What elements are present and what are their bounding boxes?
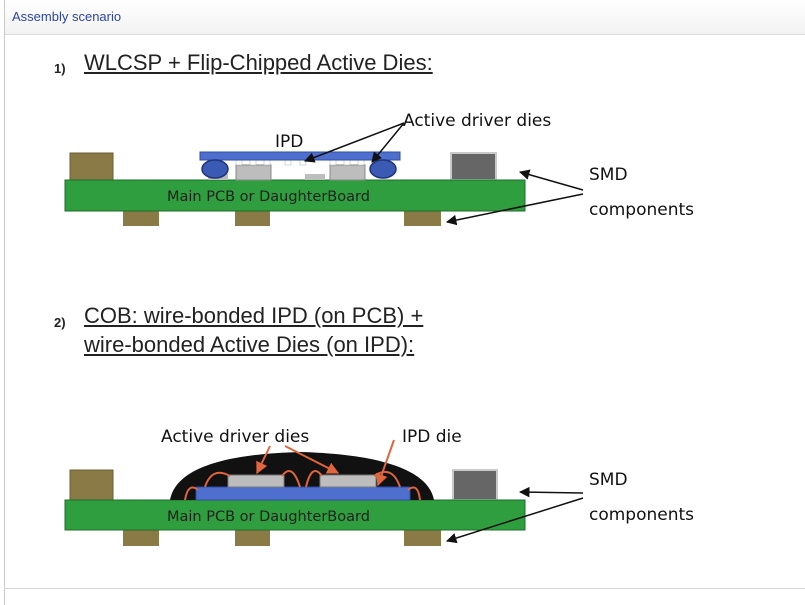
scenario-1-diagram: IPD Active driver dies Main PCB or Daugh… (64, 111, 694, 226)
pcb-label-2: Main PCB or DaughterBoard (167, 509, 370, 525)
ipd-die (195, 486, 411, 501)
wire-bond (184, 486, 199, 501)
smd-component-bottom-mid (235, 530, 270, 546)
scenario-2-title-line2: wire-bonded Active Dies (on IPD): (84, 332, 415, 357)
wire-bond (281, 470, 301, 488)
scenario-1-number: 1) (54, 61, 66, 76)
header-bar: Assembly scenario (5, 0, 805, 35)
active-die (235, 164, 272, 181)
wire-bond (407, 486, 421, 501)
micro-bump (235, 159, 243, 166)
active-die (329, 164, 366, 181)
scenario-2-number: 2) (54, 315, 66, 330)
pcb-board (64, 179, 526, 212)
micro-bump (343, 159, 351, 166)
pcb-label-1: Main PCB or DaughterBoard (167, 189, 370, 205)
micro-bump (249, 159, 257, 166)
smd-component-top-left (69, 469, 114, 501)
smd-label-2b: components (589, 505, 694, 525)
scenario-1-title: WLCSP + Flip-Chipped Active Dies: (84, 50, 433, 75)
pcb-board (64, 499, 526, 531)
scenario-2-diagram: Active driver dies IPD die Main PCB or D… (64, 427, 694, 546)
scenario-2-title-line1: COB: wire-bonded IPD (on PCB) + (84, 303, 424, 328)
smd-component-bottom-left (123, 211, 159, 226)
active-driver-dies-label-2: Active driver dies (161, 427, 309, 447)
micro-bump (284, 159, 292, 166)
active-driver-dies-label-1: Active driver dies (403, 111, 551, 131)
micro-bump (329, 159, 337, 166)
micro-bump (357, 159, 365, 166)
smd-label-1b: components (589, 200, 694, 220)
header-title: Assembly scenario (12, 9, 122, 24)
smd-component-top-left (69, 152, 114, 181)
smd-component-bottom-mid (235, 211, 270, 226)
micro-bump (263, 159, 271, 166)
smd-component-top-right (452, 469, 498, 501)
ipd-die-label: IPD die (402, 427, 462, 447)
solder-ball-right (369, 159, 397, 179)
arrow-smd-1a (518, 169, 584, 191)
wire-bond (305, 470, 323, 488)
arrow-smd-2b (445, 497, 584, 544)
active-die (227, 474, 285, 488)
ipd-label: IPD (275, 132, 303, 152)
ipd-substrate (199, 151, 401, 161)
wire-bond (204, 471, 231, 488)
arrow-active-dies-1a (304, 122, 405, 163)
smd-component-bottom-left (123, 530, 159, 546)
arrow-smd-1b (445, 193, 584, 226)
left-frame-border (4, 0, 5, 605)
pcb-pad (305, 174, 325, 180)
arrow-ipd-die (375, 439, 395, 487)
smd-label-1a: SMD (589, 165, 628, 185)
smd-label-2a: SMD (589, 470, 628, 490)
smd-component-bottom-right (404, 211, 441, 226)
arrow-active-dies-2a (256, 445, 271, 475)
arrow-active-dies-2b (284, 445, 340, 474)
arrow-active-dies-1b (371, 122, 405, 163)
solder-ball-left (201, 159, 229, 179)
active-die (319, 474, 377, 488)
bottom-frame-border (4, 588, 805, 589)
smd-component-bottom-right (404, 530, 441, 546)
arrow-smd-2a (518, 486, 584, 498)
smd-component-top-right (450, 152, 497, 181)
